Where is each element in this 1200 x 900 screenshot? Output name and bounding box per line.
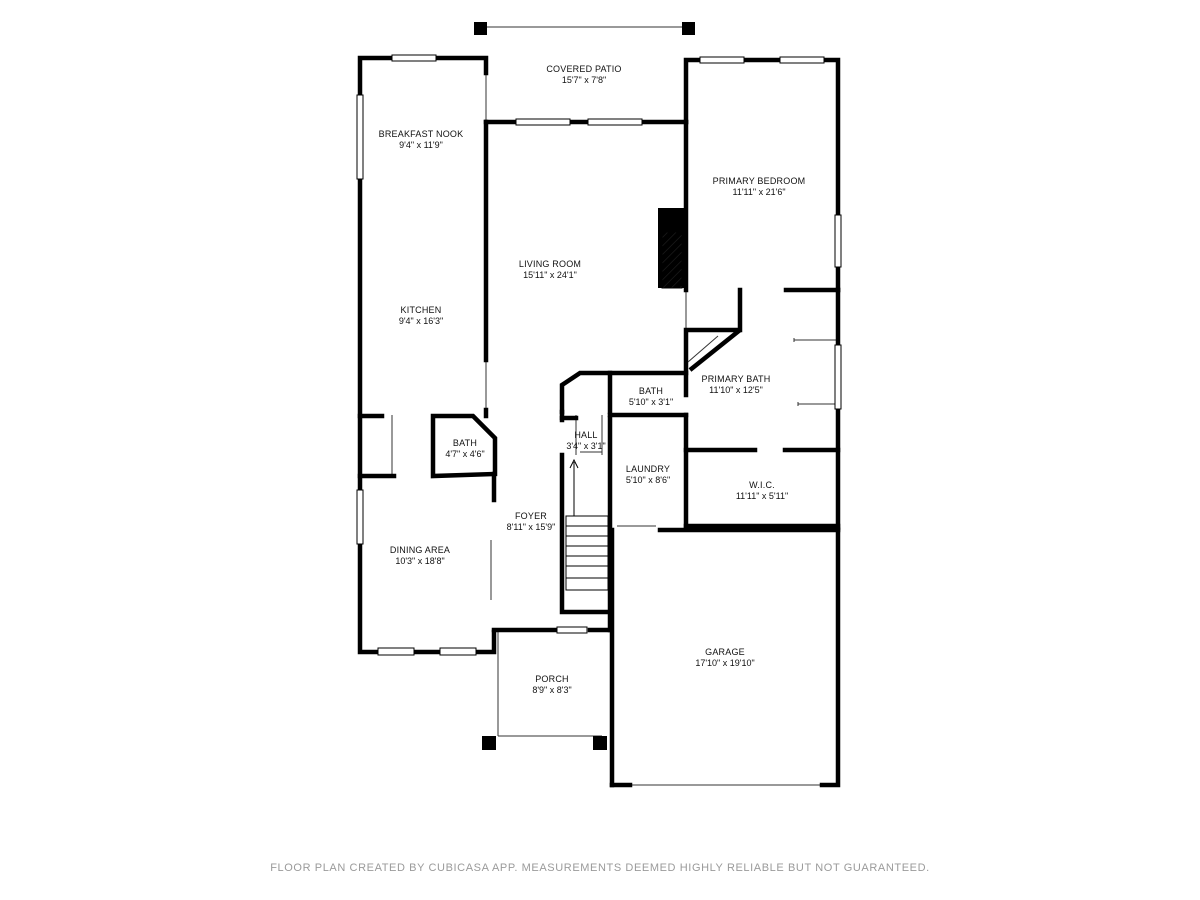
dims-wic: 11'11" x 5'11": [736, 491, 788, 501]
label-primary-bath: PRIMARY BATH: [702, 374, 771, 384]
dims-primary-bedroom: 11'11" x 21'6": [732, 187, 785, 197]
fireplace-hatch: [661, 231, 683, 289]
dims-dining-area: 10'3" x 18'8": [395, 556, 444, 566]
diagonal-door-line: [687, 335, 719, 363]
label-porch: PORCH: [535, 674, 569, 684]
label-hall: HALL: [574, 430, 597, 440]
stairs: [565, 458, 609, 591]
label-bath-left: BATH: [453, 438, 477, 448]
dims-kitchen: 9'4" x 16'3": [399, 316, 443, 326]
thin-lines: [391, 26, 836, 786]
label-bath-center: BATH: [639, 386, 663, 396]
dims-hall: 3'4" x 3'1": [566, 441, 605, 451]
diagonal-wall: [688, 328, 742, 372]
dims-covered-patio: 15'7" x 7'8": [562, 75, 606, 85]
dims-foyer: 8'11" x 15'9": [507, 522, 556, 532]
dims-primary-bath: 11'10" x 12'5": [709, 385, 763, 395]
label-foyer: FOYER: [515, 511, 547, 521]
dims-living-room: 15'11" x 24'1": [523, 270, 577, 280]
label-living-room: LIVING ROOM: [519, 259, 581, 269]
label-covered-patio: COVERED PATIO: [546, 64, 621, 74]
label-kitchen: KITCHEN: [401, 305, 442, 315]
posts: [474, 22, 695, 750]
dims-garage: 17'10" x 19'10": [695, 658, 754, 668]
label-garage: GARAGE: [705, 647, 745, 657]
room-labels: COVERED PATIO 15'7" x 7'8" BREAKFAST NOO…: [379, 64, 806, 695]
label-laundry: LAUNDRY: [626, 464, 670, 474]
label-wic: W.I.C.: [749, 480, 775, 490]
footer-disclaimer: FLOOR PLAN CREATED BY CUBICASA APP. MEAS…: [270, 862, 930, 874]
dims-bath-left: 4'7" x 4'6": [445, 449, 484, 459]
dims-porch: 8'9" x 8'3": [532, 685, 571, 695]
label-dining-area: DINING AREA: [390, 545, 450, 555]
dims-laundry: 5'10" x 8'6": [626, 475, 670, 485]
dims-bath-center: 5'10" x 3'1": [629, 397, 673, 407]
dims-breakfast-nook: 9'4" x 11'9": [399, 140, 443, 150]
windows: [356, 54, 842, 656]
walls: [357, 55, 841, 788]
label-breakfast-nook: BREAKFAST NOOK: [379, 129, 464, 139]
label-primary-bedroom: PRIMARY BEDROOM: [713, 176, 806, 186]
